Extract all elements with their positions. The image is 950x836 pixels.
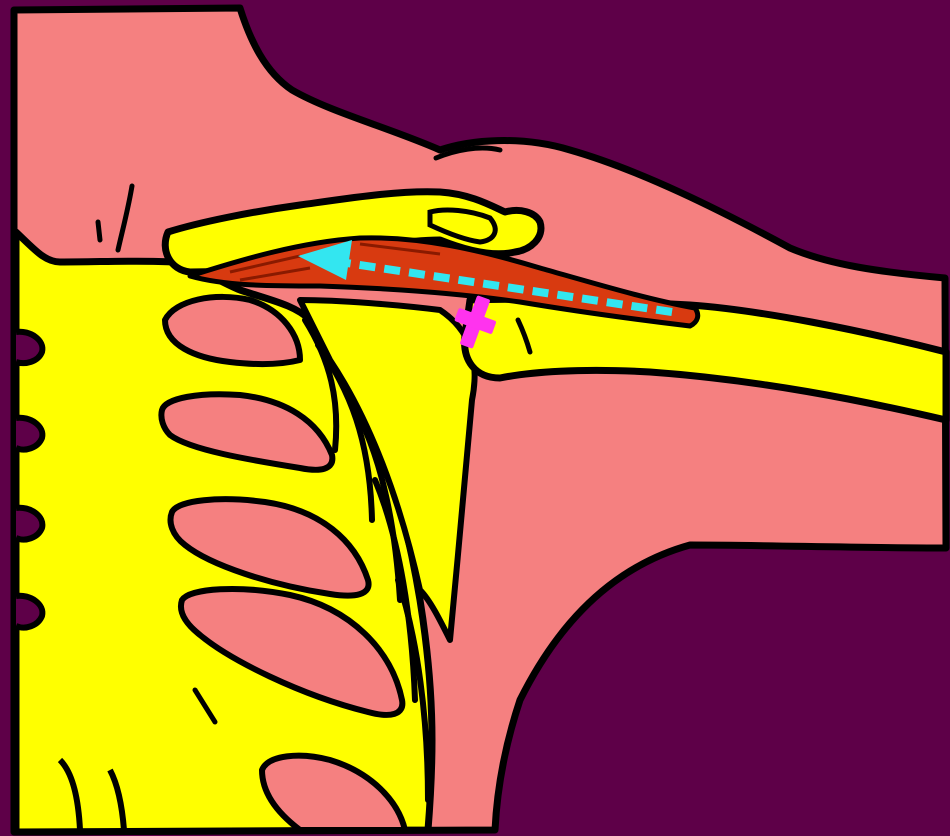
sternum-notch-1 xyxy=(16,332,42,363)
sternum-notch-2 xyxy=(16,418,42,450)
sternum-notch-4 xyxy=(16,596,42,628)
neck-muscle-line-2 xyxy=(98,222,100,240)
sternum-notch-3 xyxy=(16,508,42,540)
